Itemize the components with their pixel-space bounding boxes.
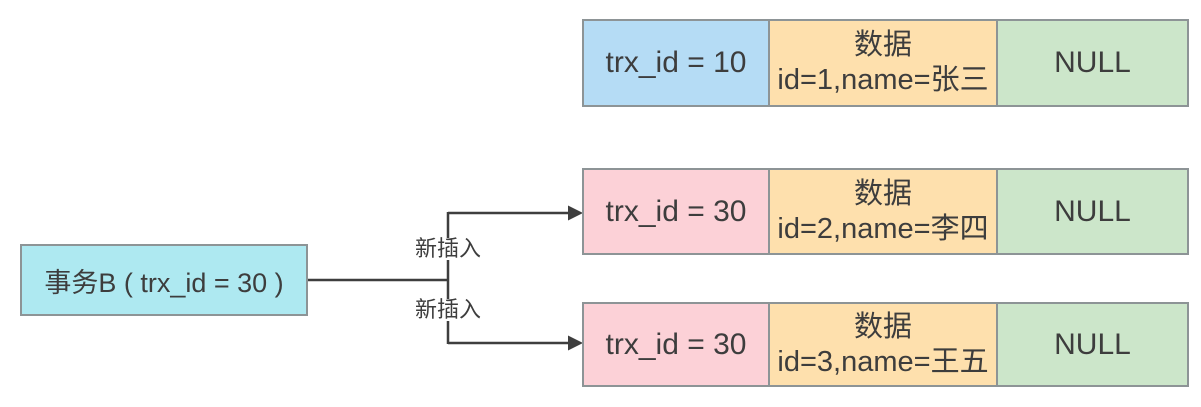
data-cell: 数据 id=3,name=王五 — [768, 304, 998, 385]
roll-pointer-cell: NULL — [998, 170, 1187, 253]
upper-arrowhead-icon — [568, 205, 583, 221]
record-row-zhangsan: trx_id = 10 数据 id=1,name=张三 NULL — [582, 19, 1189, 107]
transaction-b-label: 事务B ( trx_id = 30 ) — [44, 267, 284, 298]
trx-id-cell: trx_id = 30 — [584, 304, 768, 385]
data-value: id=2,name=李四 — [777, 212, 989, 245]
new-insert-label-bottom: 新插入 — [411, 299, 485, 321]
trx-id-value: trx_id = 30 — [605, 194, 747, 228]
data-cell: 数据 id=2,name=李四 — [768, 170, 998, 253]
trx-id-cell: trx_id = 30 — [584, 170, 768, 253]
data-title: 数据 — [853, 177, 912, 210]
data-title: 数据 — [853, 310, 912, 343]
transaction-b-box: 事务B ( trx_id = 30 ) — [20, 244, 308, 316]
lower-arrowhead-icon — [568, 335, 583, 351]
data-value: id=1,name=张三 — [777, 64, 989, 96]
new-insert-label-top: 新插入 — [411, 238, 485, 260]
trx-id-value: trx_id = 10 — [605, 46, 747, 79]
trx-id-cell: trx_id = 10 — [584, 21, 768, 105]
roll-pointer-value: NULL — [1054, 194, 1131, 228]
record-row-lisi: trx_id = 30 数据 id=2,name=李四 NULL — [582, 168, 1189, 255]
roll-pointer-value: NULL — [1054, 327, 1131, 361]
data-title: 数据 — [853, 29, 912, 62]
roll-pointer-value: NULL — [1054, 46, 1131, 79]
data-cell: 数据 id=1,name=张三 — [768, 21, 998, 105]
roll-pointer-cell: NULL — [998, 21, 1187, 105]
record-row-wangwu: trx_id = 30 数据 id=3,name=王五 NULL — [582, 302, 1189, 387]
data-value: id=3,name=王五 — [777, 345, 989, 378]
trx-id-value: trx_id = 30 — [605, 327, 747, 361]
roll-pointer-cell: NULL — [998, 304, 1187, 385]
